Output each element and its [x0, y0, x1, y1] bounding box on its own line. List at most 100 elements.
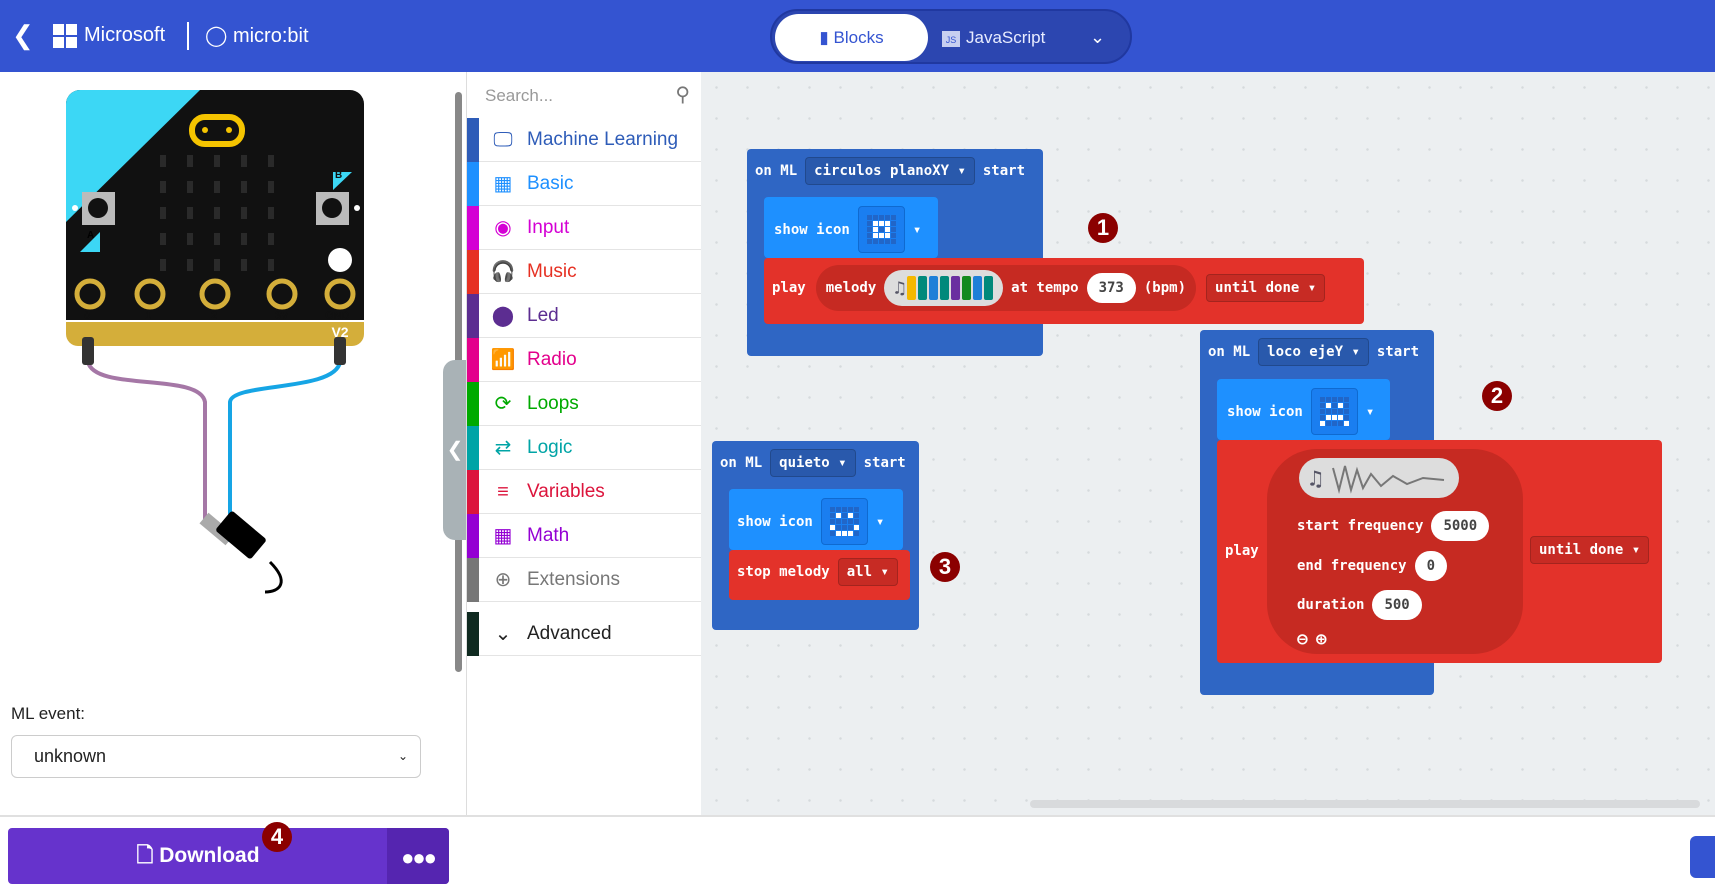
event-dropdown[interactable]: loco ejeY ▾	[1258, 338, 1369, 366]
melody-editor[interactable]: ♫	[884, 270, 1004, 306]
led	[268, 181, 274, 193]
caret-down-icon[interactable]: ▾	[912, 221, 922, 238]
toolbox-category-extensions[interactable]: ⊕Extensions	[467, 558, 702, 602]
tempo-input[interactable]: 373	[1086, 273, 1136, 303]
led-pixel	[872, 233, 878, 238]
product-name: micro:bit	[232, 25, 309, 47]
led-pixel	[872, 215, 878, 220]
ml-event-select[interactable]: unknown⌄	[11, 735, 421, 778]
category-icon: 🎧	[490, 261, 516, 283]
led-pixel	[872, 227, 878, 232]
product-logo[interactable]: ◯ micro:bit	[205, 25, 309, 47]
category-icon: ⬤	[491, 305, 515, 327]
event-dropdown[interactable]: circulos planoXY ▾	[805, 157, 975, 185]
toolbox-search-input[interactable]: Search...⚲	[467, 72, 702, 118]
led-pixel	[829, 519, 835, 524]
show-icon-block[interactable]: show icon ▾	[764, 197, 938, 258]
version-badge: V2	[331, 324, 349, 340]
toolbox-category-music[interactable]: 🎧Music	[467, 250, 702, 294]
until-done-dropdown[interactable]: until done ▾	[1206, 274, 1326, 302]
toolbox: Search...⚲ 🖵Machine Learning▦Basic◉Input…	[466, 72, 702, 815]
led-pixel	[890, 227, 896, 232]
show-icon-block[interactable]: show icon▾	[1217, 379, 1390, 440]
led-pixel	[1319, 415, 1325, 420]
led-pixel	[890, 233, 896, 238]
led-pixel	[835, 519, 841, 524]
led	[241, 207, 247, 219]
download-button[interactable]: 🗋 Download ●●●	[8, 828, 449, 884]
caret-down-icon[interactable]: ▾	[875, 513, 885, 530]
led-icon-picker[interactable]	[857, 206, 905, 253]
toolbox-category-radio[interactable]: 📶Radio	[467, 338, 702, 382]
duration-input[interactable]: 500	[1372, 590, 1422, 620]
led-pixel	[878, 227, 884, 232]
microbit-simulator[interactable]	[0, 72, 452, 612]
led-pixel	[1331, 409, 1337, 414]
toolbox-category-math[interactable]: ▦Math	[467, 514, 702, 558]
led	[160, 207, 166, 219]
led-pixel	[890, 215, 896, 220]
plus-circle-icon[interactable]: ⊕	[1315, 629, 1327, 650]
show-icon-block[interactable]: show icon▾	[729, 489, 903, 550]
play-melody-block[interactable]: play melody ♫ at tempo 373 (bpm) until d…	[764, 258, 1364, 324]
block-label: show icon	[774, 221, 850, 238]
dropdown-value: until done	[1539, 542, 1624, 558]
workspace-scrollbar[interactable]	[1030, 800, 1700, 808]
led-pixel	[853, 525, 859, 530]
category-icon: ⇄	[494, 437, 512, 459]
until-done-dropdown[interactable]: until done ▾	[1530, 536, 1650, 564]
led-icon-picker[interactable]	[820, 498, 868, 545]
chevron-down-icon[interactable]: ⌄	[1090, 27, 1106, 47]
sound-wave-editor[interactable]: ♫	[1299, 458, 1459, 498]
more-options-button[interactable]: ●●●	[387, 828, 449, 884]
download-file-icon: 🗋	[136, 844, 154, 867]
led-pixel	[829, 525, 835, 530]
dropdown-value: until done	[1215, 280, 1300, 296]
toolbox-category-input[interactable]: ◉Input	[467, 206, 702, 250]
led	[160, 233, 166, 245]
event-dropdown[interactable]: quieto ▾	[770, 449, 856, 477]
download-label: Download	[159, 844, 260, 867]
category-color-bar	[467, 162, 479, 206]
minus-circle-icon[interactable]: ⊖	[1297, 629, 1308, 650]
led-pixel	[1343, 421, 1349, 426]
end-frequency-input[interactable]: 0	[1414, 551, 1448, 581]
toolbox-category-variables[interactable]: ≡Variables	[467, 470, 702, 514]
dropdown-value: loco ejeY	[1267, 344, 1344, 360]
led-pixel	[878, 239, 884, 244]
led-pixel	[841, 513, 847, 518]
search-icon[interactable]: ⚲	[675, 84, 690, 106]
block-label: play	[772, 280, 806, 296]
toolbox-category-basic[interactable]: ▦Basic	[467, 162, 702, 206]
collapse-simulator-button[interactable]: ❮	[443, 360, 467, 540]
block-label: melody	[825, 280, 877, 296]
block-label: (bpm)	[1143, 280, 1187, 296]
led-icon-picker[interactable]	[1310, 388, 1358, 435]
collapse-corner-button[interactable]	[1690, 836, 1715, 878]
led-pixel	[878, 215, 884, 220]
category-label: Basic	[527, 173, 574, 194]
category-color-bar	[467, 294, 479, 338]
melody-note	[929, 276, 939, 300]
led-pixel	[829, 507, 835, 512]
toolbox-category-logic[interactable]: ⇄Logic	[467, 426, 702, 470]
toolbox-category-loops[interactable]: ⟳Loops	[467, 382, 702, 426]
stop-which-dropdown[interactable]: all ▾	[837, 558, 898, 586]
tab-blocks[interactable]: ▮ Blocks	[775, 14, 928, 61]
led-pixel	[1337, 415, 1343, 420]
back-icon[interactable]: ❮	[12, 20, 34, 50]
led-pixel	[835, 507, 841, 512]
start-frequency-input[interactable]: 5000	[1431, 511, 1490, 541]
melody-note	[940, 276, 950, 300]
caret-down-icon[interactable]: ▾	[1365, 403, 1375, 420]
melody-reporter[interactable]: melody ♫ at tempo 373 (bpm)	[815, 265, 1197, 311]
toolbox-category-advanced[interactable]: ⌄Advanced	[467, 612, 702, 656]
led-pixel	[853, 531, 859, 536]
toolbox-category-machine-learning[interactable]: 🖵Machine Learning	[467, 118, 702, 162]
toolbox-category-led[interactable]: ⬤Led	[467, 294, 702, 338]
led-pixel	[829, 531, 835, 536]
